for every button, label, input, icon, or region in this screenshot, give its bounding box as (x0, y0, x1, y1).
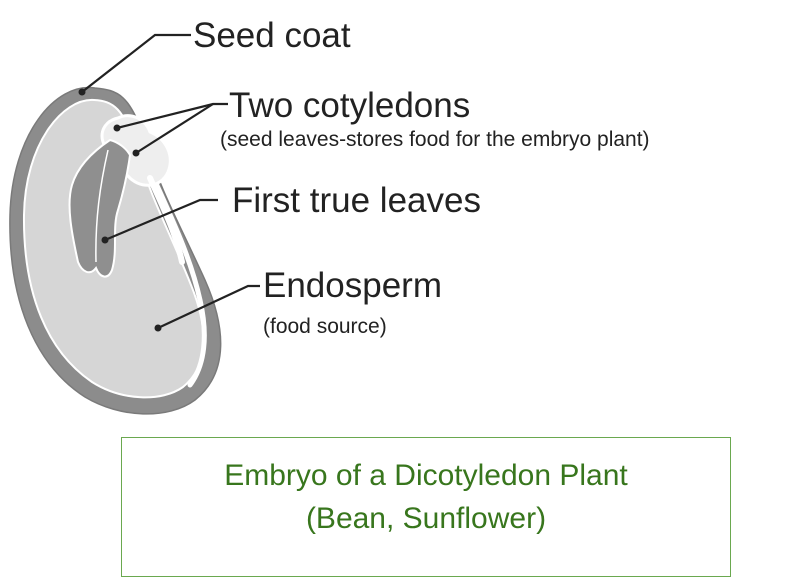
endosperm-pointer-dot (155, 325, 162, 332)
label-endosperm-note: (food source) (263, 315, 387, 338)
label-seed-coat: Seed coat (193, 16, 351, 55)
label-first-true-leaves: First true leaves (232, 181, 481, 220)
label-endosperm: Endosperm (263, 266, 442, 305)
caption-subtitle: (Bean, Sunflower) (122, 502, 730, 536)
seed-coat-pointer-dot (79, 89, 86, 96)
cotyledon-pointer-dot-2 (133, 150, 140, 157)
cotyledon-pointer-dot-1 (114, 125, 121, 132)
label-two-cotyledons-note: (seed leaves-stores food for the embryo … (220, 128, 650, 151)
label-two-cotyledons: Two cotyledons (229, 86, 470, 125)
true-leaves-pointer-dot (102, 237, 109, 244)
caption-box: Embryo of a Dicotyledon Plant (Bean, Sun… (121, 437, 731, 577)
caption-title: Embryo of a Dicotyledon Plant (122, 459, 730, 493)
seed-coat-leader (82, 35, 191, 92)
